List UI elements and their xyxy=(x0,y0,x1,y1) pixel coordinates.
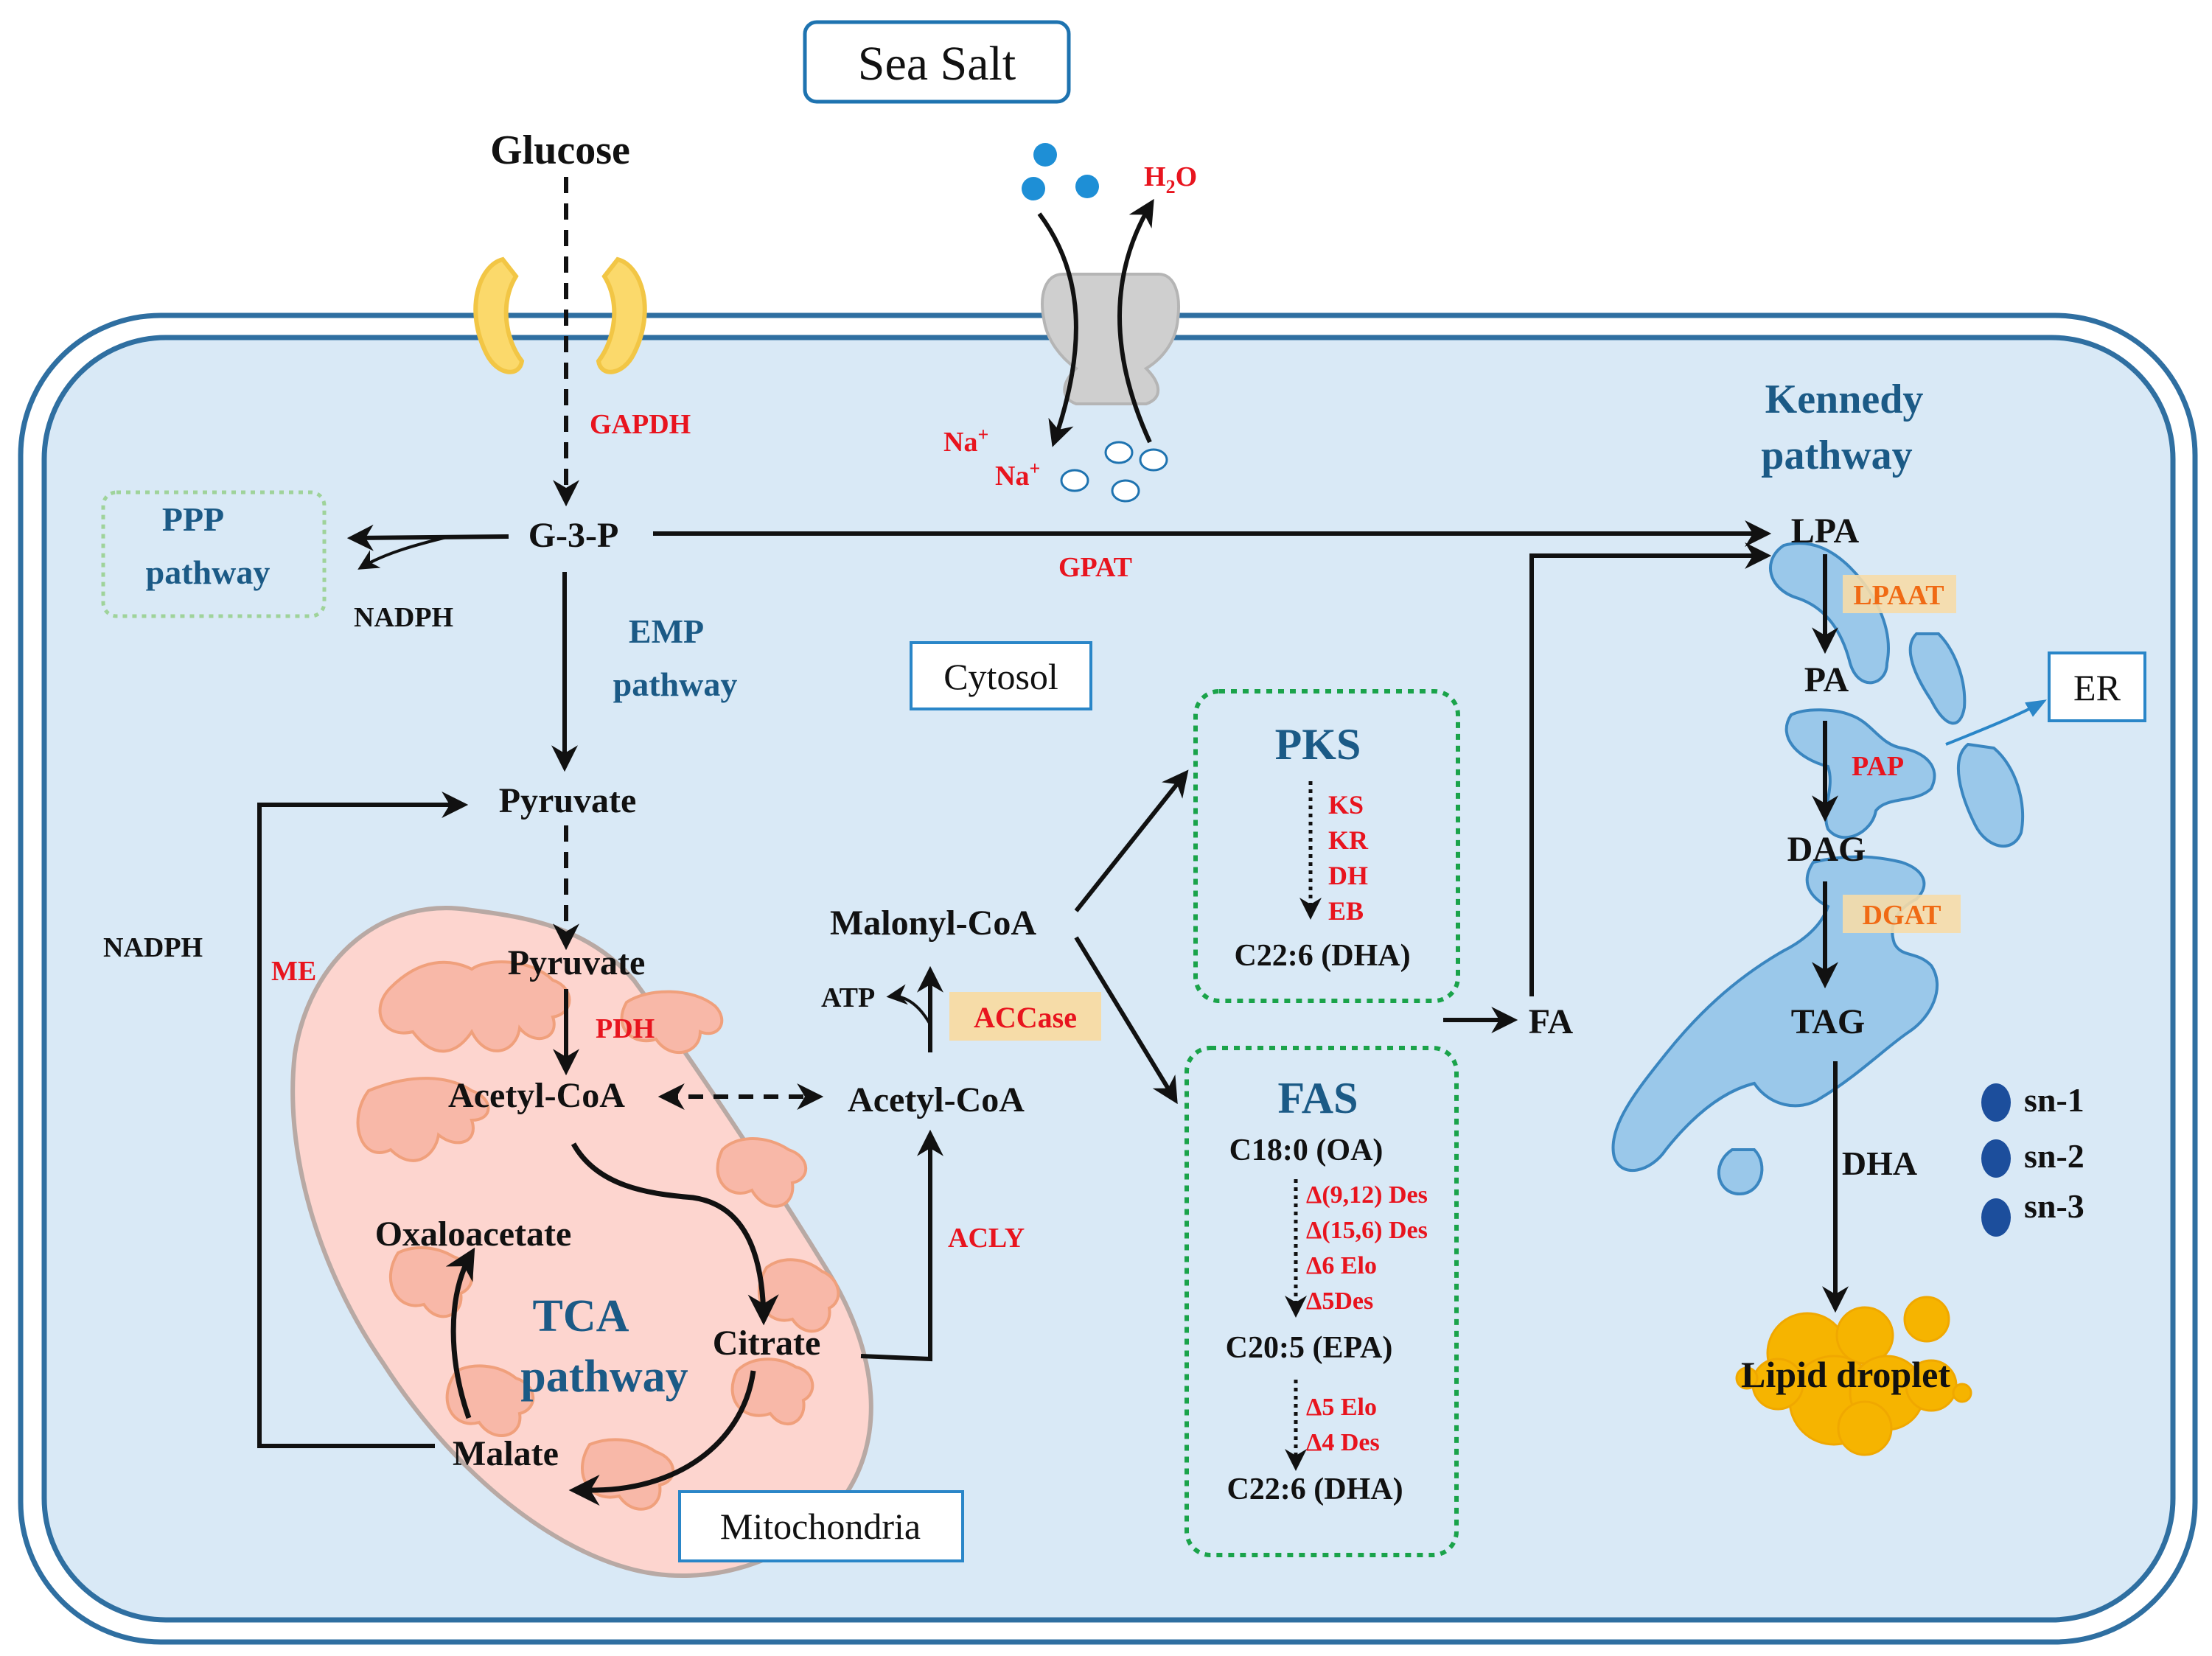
ks-label: KS xyxy=(1328,790,1364,820)
pks-dha-label: C22:6 (DHA) xyxy=(1234,939,1410,973)
emp-label-2: pathway xyxy=(613,665,738,703)
malate-label: Malate xyxy=(453,1434,559,1473)
dha-label: DHA xyxy=(1842,1145,1917,1182)
gapdh-label: GAPDH xyxy=(590,409,691,440)
sn3-label: sn-3 xyxy=(2024,1187,2084,1225)
tca-label-2: pathway xyxy=(520,1352,688,1402)
er-pointer-arrow xyxy=(1945,699,2047,746)
fas-box: FAS C18:0 (OA) Δ(9,12) Des Δ(15,6) Des Δ… xyxy=(1184,1046,1459,1557)
dgat-highlight xyxy=(1843,895,1961,933)
fa-to-lpa-arrow xyxy=(1529,542,1772,996)
pa-label: PA xyxy=(1804,660,1849,699)
pks-label: PKS xyxy=(1275,720,1361,769)
sn1-label: sn-1 xyxy=(2024,1081,2084,1119)
fas-label: FAS xyxy=(1278,1074,1358,1122)
elo-6-label: Δ6 Elo xyxy=(1306,1252,1377,1279)
ppp-pathway-box: PPP pathway xyxy=(101,490,327,618)
er-label: ER xyxy=(2073,667,2121,708)
na-label-2: Na+ xyxy=(995,458,1040,492)
atp-label: ATP xyxy=(821,982,875,1013)
glucose-label: Glucose xyxy=(490,127,630,173)
atp-input-arrow xyxy=(886,984,932,1025)
sodium-ion-icon xyxy=(1060,441,1168,503)
des-15-6-label: Δ(15,6) Des xyxy=(1306,1217,1428,1244)
nadph-label-left: NADPH xyxy=(103,932,203,963)
emp-label-1: EMP xyxy=(629,612,704,650)
glucose-transporter-icon xyxy=(473,256,647,374)
er-box: ER xyxy=(2048,651,2146,722)
sn2-label: sn-2 xyxy=(2024,1137,2084,1175)
lpa-label: LPA xyxy=(1791,511,1860,551)
pyruvate-cytosol-label: Pyruvate xyxy=(499,781,637,820)
kennedy-label-2: pathway xyxy=(1761,433,1912,478)
pks-box: PKS KS KR DH EB C22:6 (DHA) xyxy=(1193,689,1460,1003)
malate-to-oxaloacetate-arrow xyxy=(445,1247,475,1419)
na-label-1: Na+ xyxy=(943,424,988,458)
malonyl-to-fas-arrow xyxy=(1074,936,1178,1105)
oxaloacetate-label: Oxaloacetate xyxy=(375,1215,572,1254)
citrate-to-malate-arrow xyxy=(568,1370,756,1506)
acetyl-coa-mito-label: Acetyl-CoA xyxy=(448,1076,625,1115)
water-inflow-arrow xyxy=(1037,212,1078,447)
lipid-droplet-icon xyxy=(1735,1296,1972,1456)
cytosol-label: Cytosol xyxy=(943,656,1058,697)
dgat-label: DGAT xyxy=(1863,900,1941,931)
citrate-export-arrow xyxy=(860,1129,943,1362)
pap-label: PAP xyxy=(1852,751,1904,782)
dh-label: DH xyxy=(1328,861,1368,890)
acly-label: ACLY xyxy=(948,1223,1025,1254)
lipid-droplet-label: Lipid droplet xyxy=(1741,1354,1950,1395)
pyruvate-mito-label: Pyruvate xyxy=(508,943,646,982)
gpat-label: GPAT xyxy=(1058,552,1132,583)
kennedy-label-1: Kennedy xyxy=(1765,377,1924,422)
pdh-label: PDH xyxy=(596,1013,655,1044)
dag-label: DAG xyxy=(1787,830,1866,869)
malonyl-coa-label: Malonyl-CoA xyxy=(830,904,1036,943)
sea-salt-box: Sea Salt xyxy=(803,20,1071,104)
ppp-label-1: PPP xyxy=(162,500,224,538)
accase-label: ACCase xyxy=(974,1001,1077,1034)
water-outflow-arrow xyxy=(1117,198,1154,444)
fas-dha-label: C22:6 (DHA) xyxy=(1227,1472,1403,1506)
elo-5-label: Δ5 Elo xyxy=(1306,1394,1377,1421)
citrate-label: Citrate xyxy=(713,1324,821,1363)
ppp-label-2: pathway xyxy=(146,553,271,591)
accase-highlight xyxy=(949,992,1101,1041)
tag-label: TAG xyxy=(1791,1002,1865,1041)
eb-label: EB xyxy=(1328,896,1364,926)
des-5-label: Δ5Des xyxy=(1306,1288,1373,1315)
lpaat-highlight xyxy=(1843,575,1956,613)
des-9-12-label: Δ(9,12) Des xyxy=(1306,1181,1428,1209)
h2o-label: H2O xyxy=(1144,161,1197,198)
acetyl-to-citrate-arrow xyxy=(571,1142,779,1326)
g3p-to-ppp-arrow xyxy=(346,524,509,551)
mitochondria-label: Mitochondria xyxy=(720,1506,921,1547)
dha-dot-icon xyxy=(1981,1083,2011,1237)
fa-label: FA xyxy=(1529,1002,1574,1041)
acetyl-coa-cytosol-label: Acetyl-CoA xyxy=(848,1080,1025,1119)
me-label: ME xyxy=(271,956,316,987)
nadph-label-top: NADPH xyxy=(354,602,453,633)
malonyl-to-pks-arrow xyxy=(1074,769,1189,912)
kr-label: KR xyxy=(1328,825,1369,855)
c205-label: C20:5 (EPA) xyxy=(1226,1331,1393,1365)
cytosol-box: Cytosol xyxy=(910,641,1092,710)
mitochondria-box: Mitochondria xyxy=(678,1490,964,1562)
g3p-label: G-3-P xyxy=(528,516,619,555)
water-molecule-icon xyxy=(1022,143,1099,200)
lpaat-label: LPAAT xyxy=(1853,580,1944,611)
mitochondrion-icon xyxy=(290,906,873,1579)
des-4-label: Δ4 Des xyxy=(1306,1429,1380,1456)
c180-label: C18:0 (OA) xyxy=(1229,1133,1384,1167)
nadph-output-arrow xyxy=(357,535,450,570)
malic-enzyme-loop-arrow xyxy=(257,792,469,1448)
tca-label-1: TCA xyxy=(533,1291,629,1341)
sea-salt-label: Sea Salt xyxy=(858,37,1016,91)
